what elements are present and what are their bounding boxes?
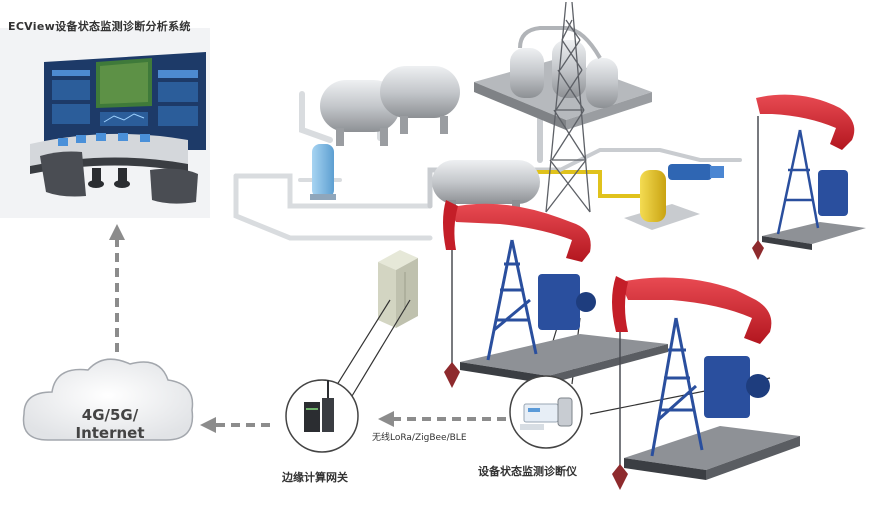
cloud-label: 4G/5G/ Internet bbox=[40, 406, 180, 442]
cloud-label-line2: Internet bbox=[75, 424, 145, 442]
sensor-device-icon bbox=[509, 375, 583, 449]
tank-platform bbox=[474, 26, 652, 130]
device-label: 设备状态监测诊断仪 bbox=[478, 465, 577, 478]
cloud-label-line1: 4G/5G/ bbox=[81, 406, 139, 424]
cabinet-icon bbox=[378, 250, 418, 328]
tower-icon bbox=[545, 1, 591, 213]
blue-tank bbox=[310, 144, 336, 200]
system-title: ECView设备状态监测诊断分析系统 bbox=[8, 20, 191, 33]
gateway-label: 边缘计算网关 bbox=[282, 471, 348, 484]
pump-jack-icon bbox=[752, 94, 866, 260]
pump-jack-icon bbox=[443, 200, 668, 388]
arrow-device-to-gateway bbox=[378, 411, 506, 427]
cloud-icon bbox=[22, 358, 194, 441]
arrow-up bbox=[109, 224, 125, 352]
arrow-gateway-to-cloud bbox=[200, 417, 270, 433]
gateway-icon bbox=[285, 379, 359, 453]
yellow-tank bbox=[624, 170, 700, 230]
control-room-icon bbox=[0, 28, 210, 218]
blue-pump bbox=[668, 164, 724, 180]
storage-tank-icon bbox=[320, 66, 460, 146]
protocol-label: 无线LoRa/ZigBee/BLE bbox=[372, 433, 467, 443]
pump-jack-icon bbox=[612, 276, 800, 490]
